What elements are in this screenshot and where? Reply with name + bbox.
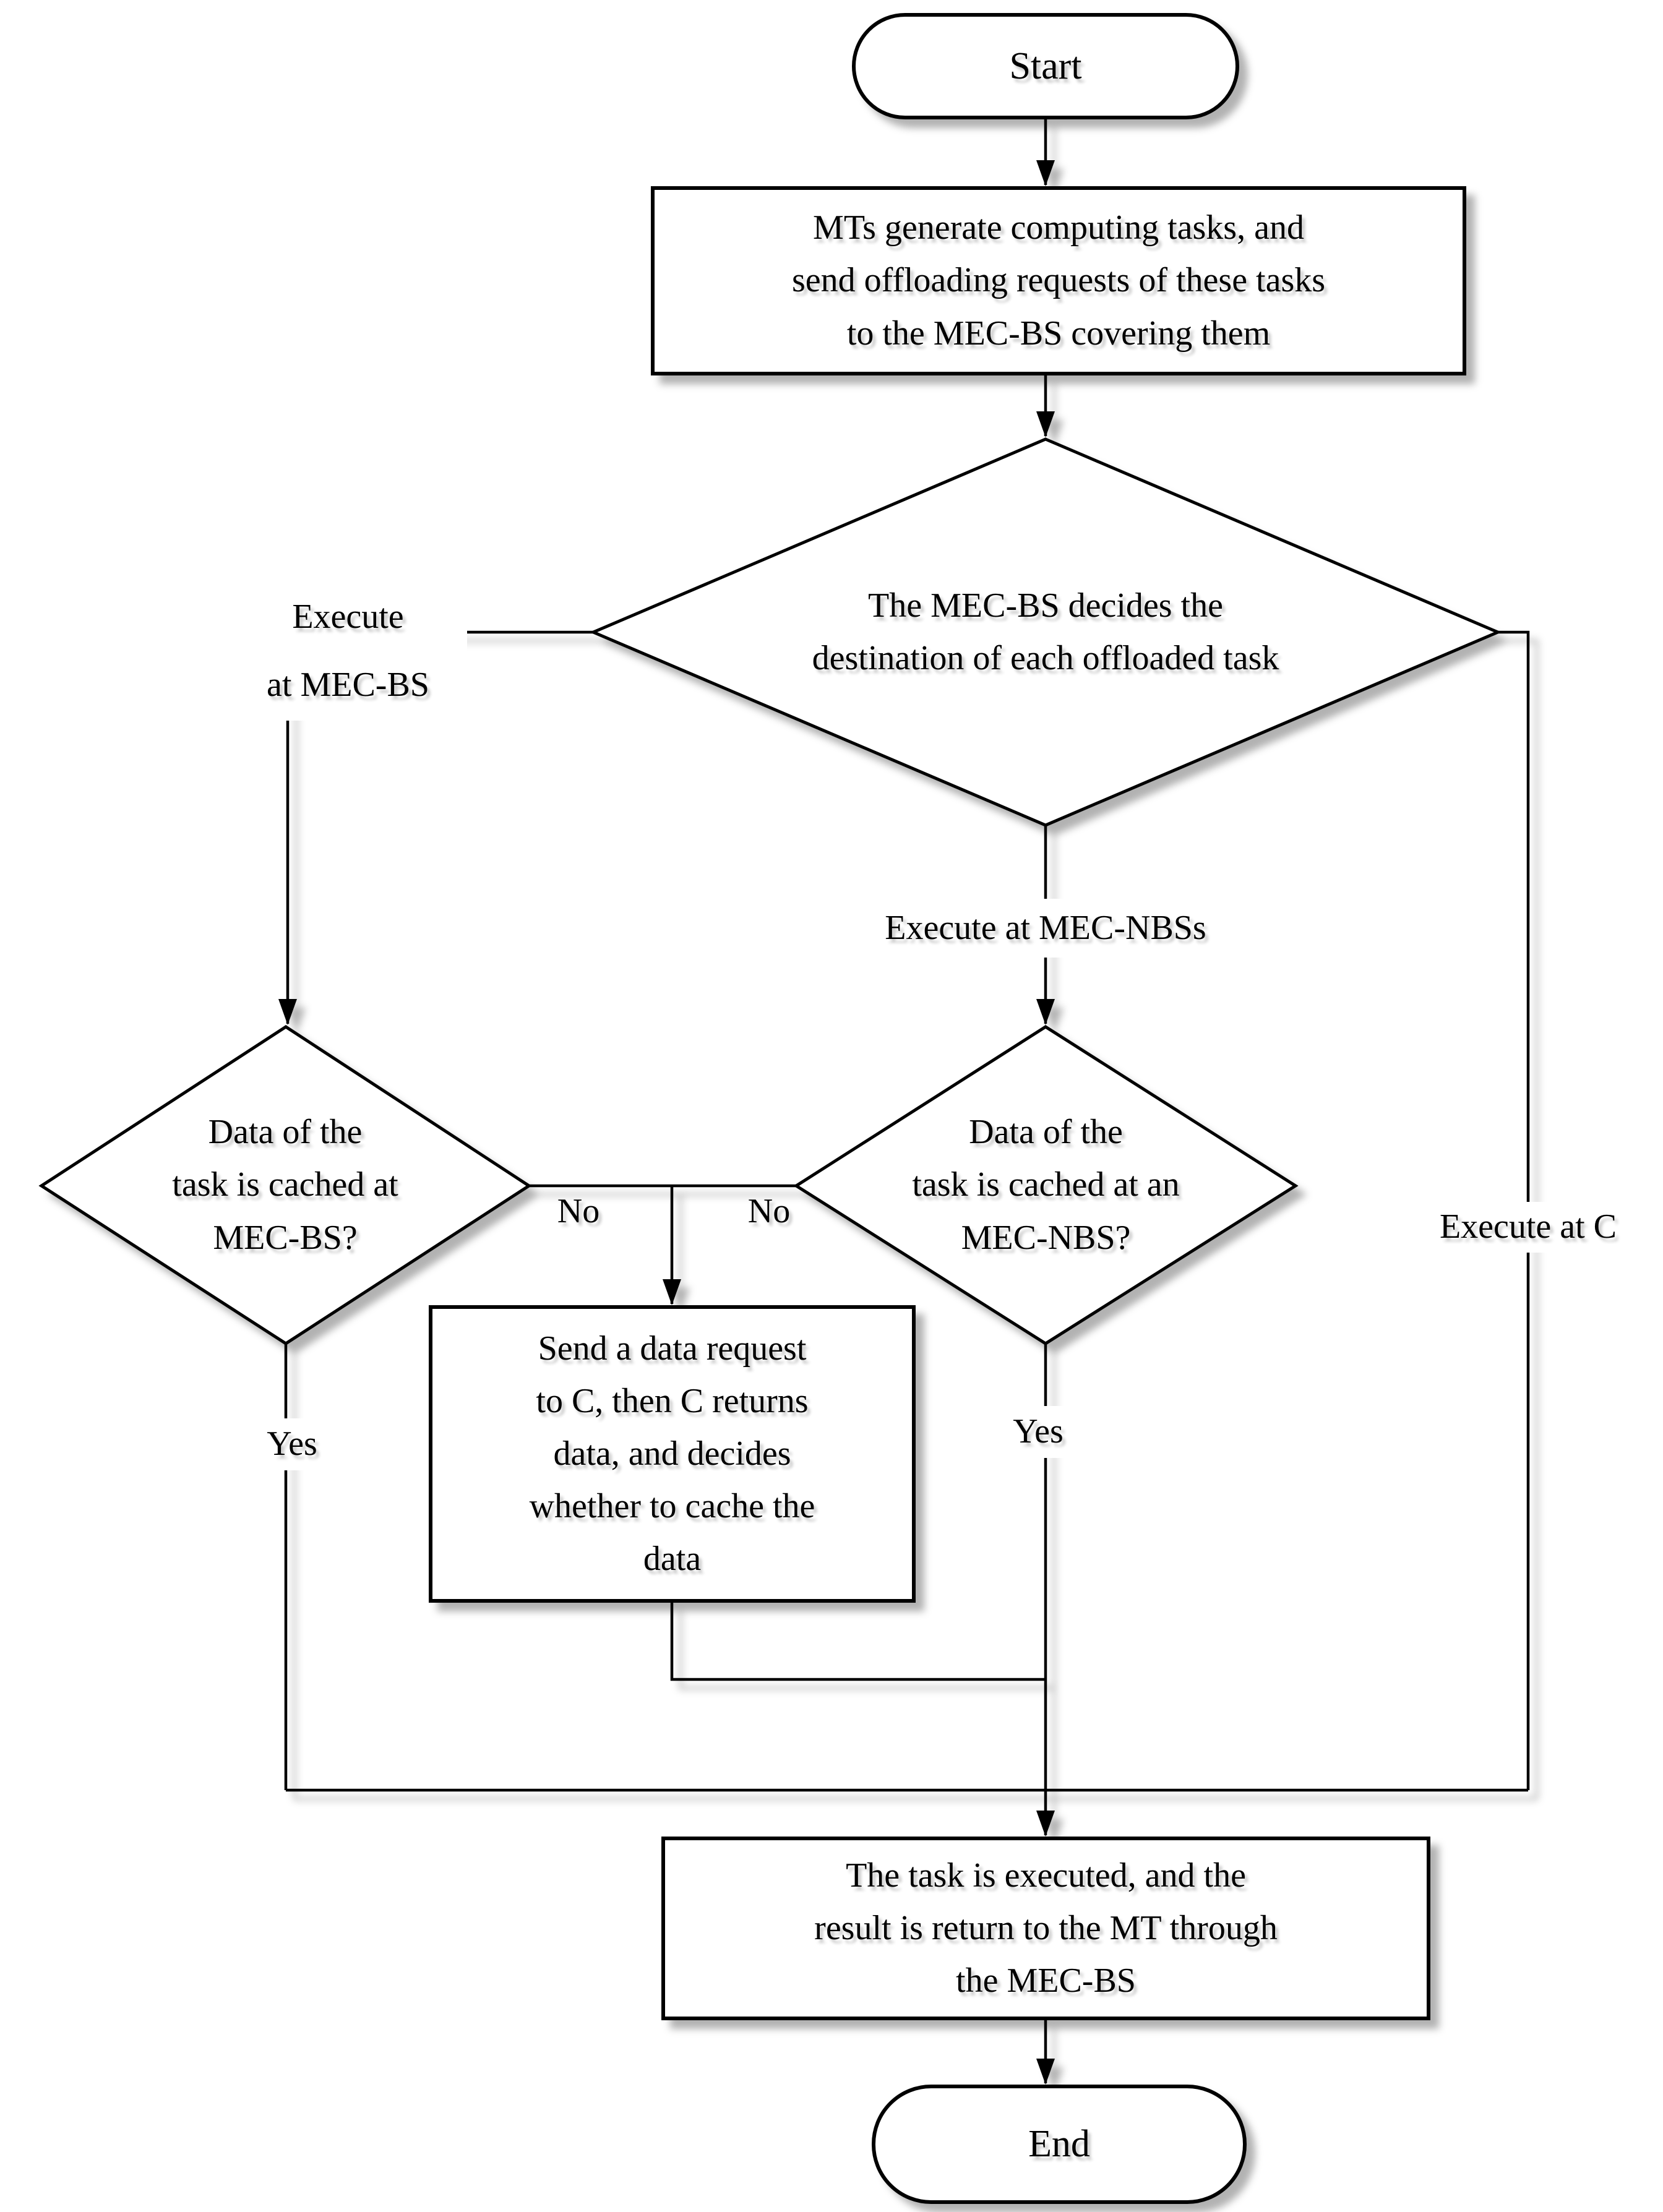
cached-at-mec-nbs-diamond-shape: [793, 1025, 1299, 1345]
start-terminator-shape: [852, 13, 1239, 119]
edge-decide-to-cached-bs: [278, 630, 593, 1025]
task-executed-box-shape: [661, 1837, 1430, 2020]
cached-at-mec-bs-diamond-shape: [38, 1025, 532, 1345]
send-data-request-box-shape: [429, 1305, 916, 1603]
generate-tasks-box-shape: [651, 186, 1466, 375]
edge-decide-to-cloud: [1498, 630, 1530, 1790]
end-terminator-shape: [872, 2085, 1247, 2204]
decide-destination-diamond-shape: [589, 437, 1502, 827]
edge-send-request-out: [670, 1601, 1046, 1681]
